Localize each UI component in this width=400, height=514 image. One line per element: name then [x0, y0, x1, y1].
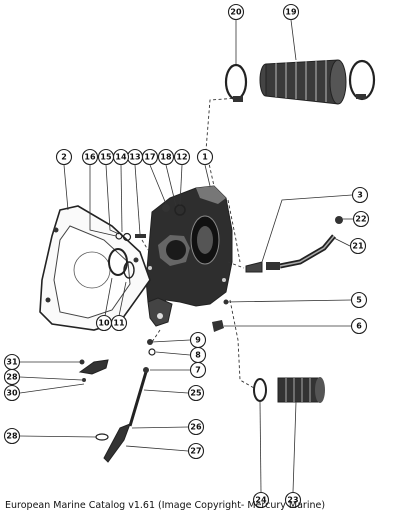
callout-5: 5 — [350, 291, 368, 309]
callout-15: 15 — [97, 148, 115, 166]
callout-3: 3 — [351, 186, 369, 204]
o-ring-small — [123, 261, 135, 279]
svg-text:25: 25 — [190, 389, 202, 398]
callout-28-upper: 28 — [3, 368, 21, 386]
svg-text:30: 30 — [6, 389, 18, 398]
callout-18: 18 — [157, 148, 175, 166]
svg-text:23: 23 — [287, 496, 298, 505]
lower-bellows — [253, 377, 325, 403]
callout-13: 13 — [126, 148, 144, 166]
callout-27: 27 — [187, 442, 205, 460]
shift-shaft — [103, 339, 156, 463]
svg-text:9: 9 — [195, 336, 201, 345]
callout-23: 23 — [284, 491, 302, 509]
svg-text:16: 16 — [84, 153, 96, 162]
svg-text:22: 22 — [355, 215, 366, 224]
shift-lever — [78, 359, 109, 441]
assembly-lines — [141, 97, 255, 389]
svg-text:21: 21 — [352, 242, 364, 251]
svg-text:28: 28 — [6, 432, 18, 441]
callout-10: 10 — [95, 314, 113, 332]
callout-1: 1 — [196, 148, 214, 166]
svg-text:3: 3 — [357, 191, 363, 200]
callout-16: 16 — [81, 148, 99, 166]
callout-17: 17 — [141, 148, 159, 166]
callout-11: 11 — [110, 314, 128, 332]
callout-25: 25 — [187, 384, 205, 402]
svg-text:18: 18 — [160, 153, 172, 162]
svg-text:26: 26 — [190, 423, 202, 432]
svg-text:1: 1 — [202, 153, 208, 162]
callout-22: 22 — [352, 210, 370, 228]
callout-30: 30 — [3, 384, 21, 402]
svg-text:20: 20 — [230, 8, 242, 17]
callout-9: 9 — [189, 331, 207, 349]
svg-text:28: 28 — [6, 373, 18, 382]
svg-text:17: 17 — [144, 153, 155, 162]
callout-8: 8 — [189, 346, 207, 364]
svg-text:6: 6 — [356, 322, 362, 331]
callout-19: 19 — [282, 3, 300, 21]
callout-6: 6 — [350, 317, 368, 335]
bellows-clamp-large — [348, 59, 376, 101]
callout-26: 26 — [187, 418, 205, 436]
callout-14: 14 — [112, 148, 130, 166]
leader-lines — [19, 19, 353, 493]
callout-7: 7 — [189, 361, 207, 379]
callout-24: 24 — [252, 491, 270, 509]
callout-21: 21 — [349, 237, 367, 255]
callout-28-lower: 28 — [3, 427, 21, 445]
bellows-clamp-small — [224, 63, 248, 102]
svg-text:12: 12 — [176, 153, 187, 162]
svg-text:15: 15 — [100, 153, 112, 162]
callout-12: 12 — [173, 148, 191, 166]
svg-text:19: 19 — [285, 8, 297, 17]
svg-text:27: 27 — [190, 447, 201, 456]
bell-housing — [145, 185, 233, 327]
svg-text:24: 24 — [255, 496, 267, 505]
upper-bellows — [259, 59, 347, 105]
svg-text:8: 8 — [195, 351, 201, 360]
svg-text:11: 11 — [113, 319, 125, 328]
svg-text:7: 7 — [195, 366, 201, 375]
svg-text:13: 13 — [129, 153, 140, 162]
svg-text:5: 5 — [356, 296, 362, 305]
callout-2: 2 — [55, 148, 73, 166]
svg-text:14: 14 — [115, 153, 127, 162]
copyright-caption: European Marine Catalog v1.61 (Image Cop… — [5, 500, 326, 511]
svg-text:10: 10 — [98, 319, 110, 328]
water-hose — [212, 216, 343, 332]
svg-text:31: 31 — [6, 358, 18, 367]
callout-20: 20 — [227, 3, 245, 21]
callout-31: 31 — [3, 353, 21, 371]
svg-text:2: 2 — [61, 153, 67, 162]
